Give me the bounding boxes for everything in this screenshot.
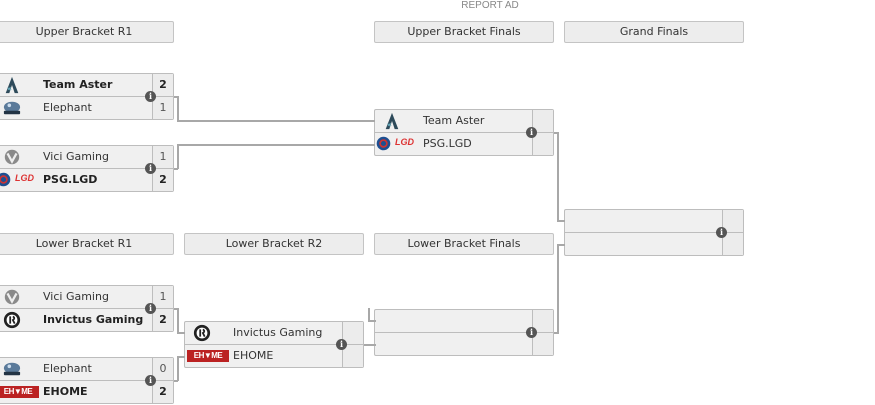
match-info-icon[interactable]: i bbox=[526, 327, 537, 338]
connector-line bbox=[174, 380, 178, 382]
team-score bbox=[722, 233, 743, 255]
connector-line bbox=[557, 220, 565, 222]
team-name: Team Aster bbox=[423, 114, 485, 127]
header-lower-bracket-finals[interactable]: Lower Bracket Finals bbox=[374, 233, 554, 255]
connector-line bbox=[177, 356, 185, 358]
psg-lgd-logo-icon: LGD bbox=[375, 135, 421, 153]
team-row[interactable]: LGD PSG.LGD bbox=[374, 132, 554, 156]
connector-line bbox=[368, 320, 376, 322]
ehome-logo-icon: EH▼ME bbox=[187, 350, 229, 362]
team-score: 1 bbox=[152, 146, 173, 168]
invictus-gaming-logo-icon bbox=[193, 324, 211, 342]
psg-lgd-logo-icon: LGD bbox=[0, 171, 41, 189]
team-row[interactable]: Team Aster bbox=[374, 109, 554, 133]
team-score: 0 bbox=[152, 358, 173, 380]
report-ad-link[interactable]: REPORT AD bbox=[461, 0, 519, 11]
team-name: EHOME bbox=[43, 385, 88, 398]
team-name: Invictus Gaming bbox=[233, 326, 323, 339]
header-upper-bracket-r1[interactable]: Upper Bracket R1 bbox=[0, 21, 174, 43]
team-row[interactable] bbox=[564, 209, 744, 233]
team-name: Team Aster bbox=[43, 78, 113, 91]
team-name: PSG.LGD bbox=[423, 137, 472, 150]
team-score bbox=[532, 133, 553, 155]
team-row[interactable] bbox=[374, 332, 554, 356]
match-info-icon[interactable]: i bbox=[336, 339, 347, 350]
connector-line bbox=[557, 244, 565, 246]
elephant-logo-icon bbox=[1, 99, 23, 117]
connector-line bbox=[177, 332, 185, 334]
match-ub-r1-2[interactable]: Vici Gaming 1 LGD PSG.LGD 2 bbox=[0, 145, 174, 193]
team-row[interactable]: Invictus Gaming bbox=[184, 321, 364, 345]
team-score bbox=[532, 310, 553, 332]
match-lb-r1-1[interactable]: Vici Gaming 1 Invictus Gaming 2 bbox=[0, 285, 174, 333]
connector-line bbox=[177, 144, 179, 169]
connector-line bbox=[554, 132, 559, 134]
team-aster-logo-icon bbox=[3, 76, 21, 94]
connector-line bbox=[554, 332, 559, 334]
elephant-logo-icon bbox=[1, 360, 23, 378]
team-score bbox=[532, 333, 553, 355]
team-name: EHOME bbox=[233, 349, 274, 362]
team-row[interactable]: Team Aster 2 bbox=[0, 73, 174, 97]
team-score: 1 bbox=[152, 286, 173, 308]
team-row[interactable]: LGD PSG.LGD 2 bbox=[0, 168, 174, 192]
team-name: Elephant bbox=[43, 362, 92, 375]
connector-line bbox=[557, 132, 559, 221]
match-info-icon[interactable]: i bbox=[145, 303, 156, 314]
team-name: Vici Gaming bbox=[43, 290, 109, 303]
match-info-icon[interactable]: i bbox=[145, 375, 156, 386]
header-grand-finals[interactable]: Grand Finals bbox=[564, 21, 744, 43]
connector-line bbox=[177, 96, 179, 121]
team-score bbox=[722, 210, 743, 232]
team-name: Vici Gaming bbox=[43, 150, 109, 163]
team-score bbox=[342, 345, 363, 367]
vici-gaming-logo-icon bbox=[3, 288, 21, 306]
vici-gaming-logo-icon bbox=[3, 148, 21, 166]
match-lb-r2[interactable]: Invictus Gaming EH▼ME EHOME bbox=[184, 321, 364, 369]
connector-line bbox=[174, 168, 178, 170]
team-score: 2 bbox=[152, 381, 173, 403]
match-ub-r1-1[interactable]: Team Aster 2 Elephant 1 bbox=[0, 73, 174, 121]
team-row[interactable]: EH▼ME EHOME bbox=[184, 344, 364, 368]
team-score: 2 bbox=[152, 74, 173, 96]
invictus-gaming-logo-icon bbox=[3, 311, 21, 329]
team-score: 2 bbox=[152, 309, 173, 331]
connector-line bbox=[177, 308, 179, 333]
connector-line bbox=[174, 96, 178, 98]
connector-line bbox=[368, 308, 370, 322]
match-grand-finals[interactable] bbox=[564, 209, 744, 257]
team-row[interactable]: EH▼ME EHOME 2 bbox=[0, 380, 174, 404]
connector-line bbox=[177, 120, 375, 122]
header-upper-bracket-finals[interactable]: Upper Bracket Finals bbox=[374, 21, 554, 43]
connector-line bbox=[177, 356, 179, 381]
team-aster-logo-icon bbox=[383, 112, 401, 130]
team-score bbox=[342, 322, 363, 344]
team-name: PSG.LGD bbox=[43, 173, 98, 186]
team-name: Elephant bbox=[43, 101, 92, 114]
team-score bbox=[532, 110, 553, 132]
match-lb-r1-2[interactable]: Elephant 0 EH▼ME EHOME 2 bbox=[0, 357, 174, 405]
connector-line bbox=[557, 244, 559, 333]
header-lower-bracket-r1[interactable]: Lower Bracket R1 bbox=[0, 233, 174, 255]
match-info-icon[interactable]: i bbox=[145, 91, 156, 102]
connector-line bbox=[177, 144, 375, 146]
team-score: 2 bbox=[152, 169, 173, 191]
team-row[interactable] bbox=[564, 232, 744, 256]
team-row[interactable]: Invictus Gaming 2 bbox=[0, 308, 174, 332]
connector-line bbox=[174, 308, 178, 310]
match-info-icon[interactable]: i bbox=[526, 127, 537, 138]
match-info-icon[interactable]: i bbox=[716, 227, 727, 238]
connector-line bbox=[364, 344, 376, 346]
match-ub-finals[interactable]: Team Aster LGD PSG.LGD bbox=[374, 109, 554, 157]
ehome-logo-icon: EH▼ME bbox=[0, 386, 39, 398]
header-lower-bracket-r2[interactable]: Lower Bracket R2 bbox=[184, 233, 364, 255]
team-score: 1 bbox=[152, 97, 173, 119]
match-info-icon[interactable]: i bbox=[145, 163, 156, 174]
team-name: Invictus Gaming bbox=[43, 313, 144, 326]
team-row[interactable]: Elephant 1 bbox=[0, 96, 174, 120]
